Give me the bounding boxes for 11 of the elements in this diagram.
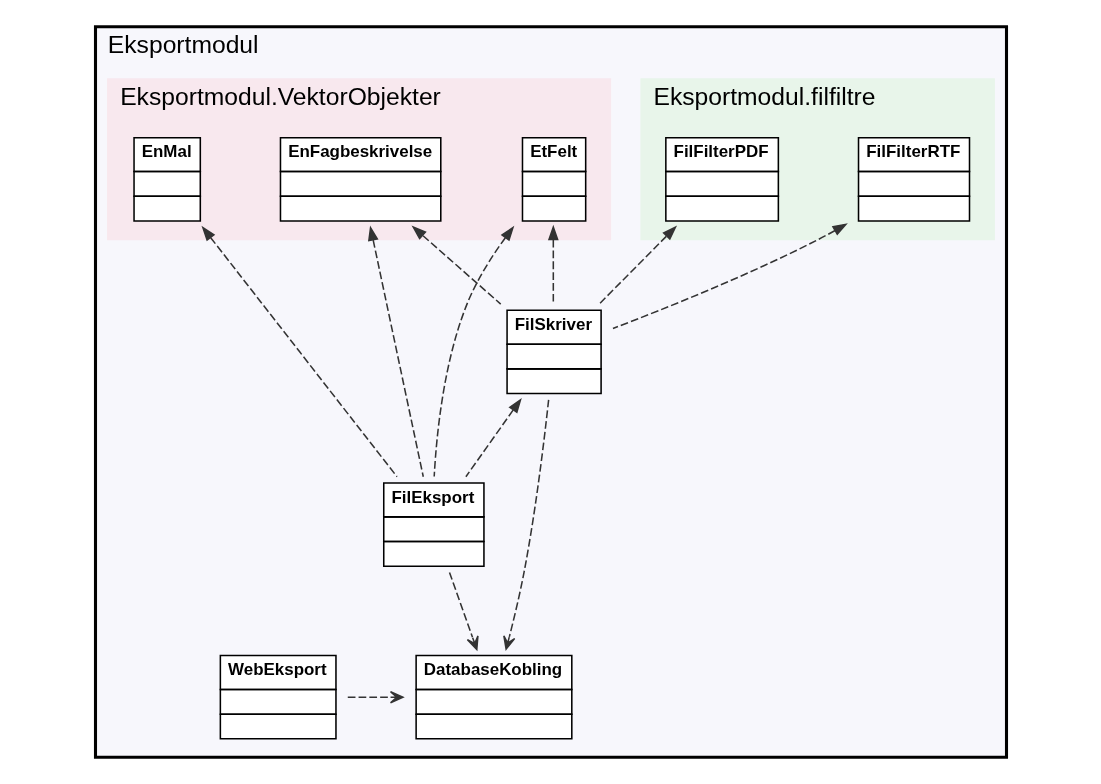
- arrow: [547, 224, 559, 305]
- arrow: [464, 397, 522, 478]
- arrow: [597, 225, 677, 305]
- arrow: [432, 225, 514, 478]
- arrow: [367, 225, 424, 478]
- arrow: [346, 690, 404, 704]
- arrow: [448, 571, 479, 651]
- arrow: [502, 399, 549, 650]
- arrow: [411, 225, 501, 305]
- arrow: [611, 223, 848, 330]
- arrow: [201, 225, 398, 478]
